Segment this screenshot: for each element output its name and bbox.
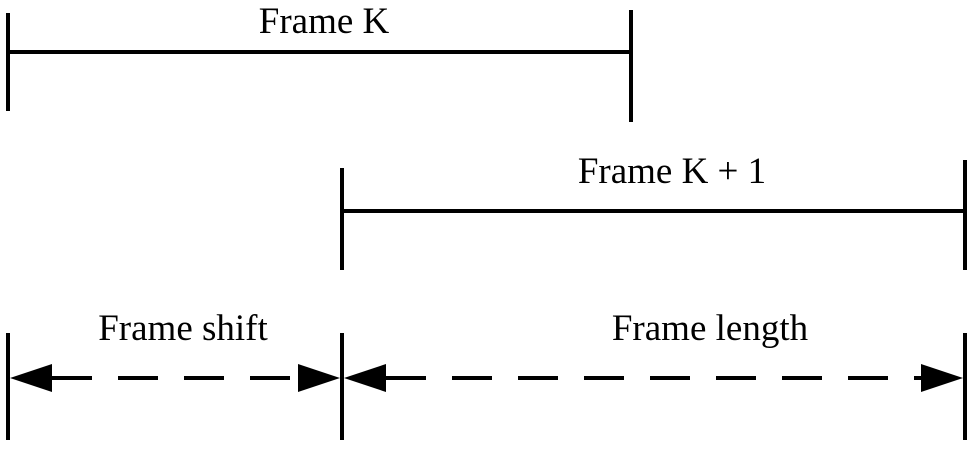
frame-k-plus-1: Frame K + 1	[340, 151, 967, 270]
frame-length-dimension: Frame length	[344, 308, 963, 392]
frame-k-label: Frame K	[259, 1, 390, 42]
frame-length-label: Frame length	[612, 308, 809, 349]
frame-shift-label: Frame shift	[98, 308, 268, 349]
frame-k: Frame K	[6, 1, 633, 122]
frame-shift-right-arrowhead	[298, 364, 340, 392]
dimension-row: Frame shift Frame length	[6, 308, 967, 440]
frame-length-left-arrowhead	[344, 364, 386, 392]
frame-k-plus-1-label: Frame K + 1	[578, 151, 766, 192]
frame-length-right-arrowhead	[921, 364, 963, 392]
frame-shift-left-arrowhead	[10, 364, 52, 392]
frame-shift-dimension: Frame shift	[10, 308, 340, 392]
